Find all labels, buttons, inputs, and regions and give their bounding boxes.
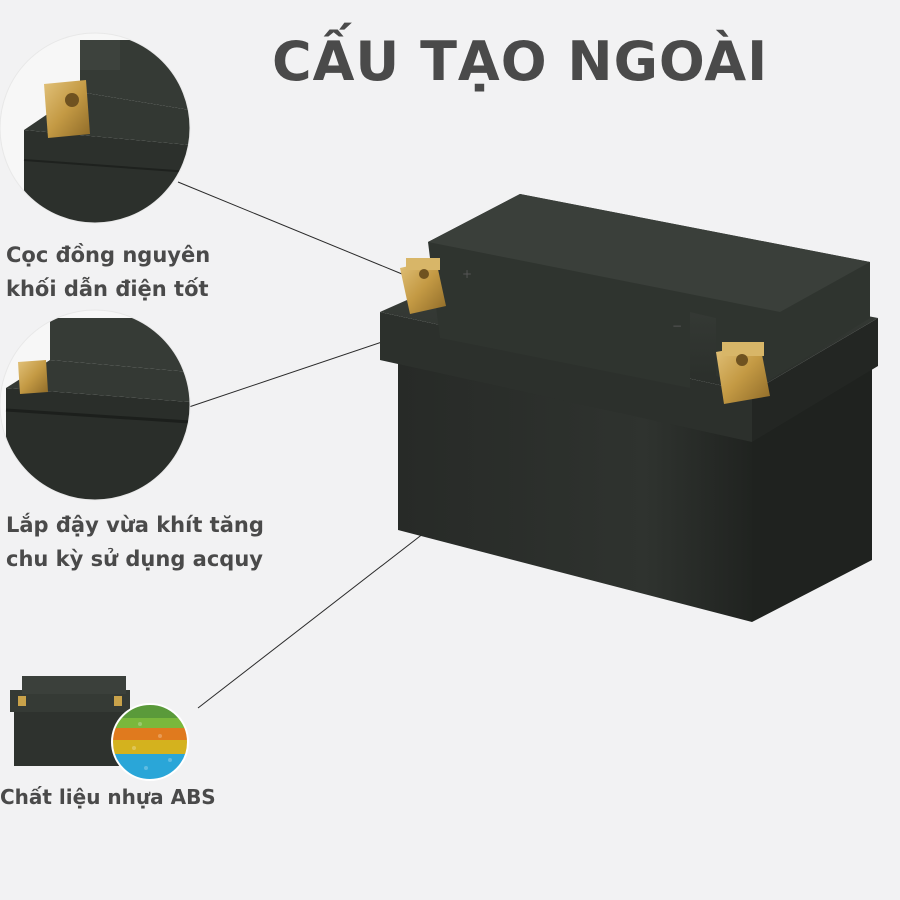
leader-line-material [197, 515, 447, 709]
battery-main: + − [380, 194, 878, 622]
zoom-circle-lid [0, 310, 190, 500]
battery-body-front [398, 362, 752, 622]
svg-text:+: + [462, 267, 472, 281]
page-title: CẤU TẠO NGOÀI [272, 30, 769, 93]
callout-terminal-label: Cọc đồng nguyên khối dẫn điện tốt [6, 238, 210, 306]
callout-material-label: Chất liệu nhựa ABS [0, 780, 216, 814]
callout-lid-line-2: chu kỳ sử dụng acquy [6, 547, 263, 571]
leader-lines [177, 181, 447, 709]
terminal-right [716, 344, 770, 404]
callout-terminal-line-2: khối dẫn điện tốt [6, 277, 209, 301]
leader-line-terminal [177, 181, 403, 275]
callout-terminal-line-1: Cọc đồng nguyên [6, 243, 211, 267]
battery-top-block-face [428, 194, 870, 312]
callout-lid-line-1: Lắp đậy vừa khít tăng [6, 513, 264, 537]
zoom-circle-terminal [0, 33, 190, 223]
callout-material-line-1: Chất liệu nhựa ABS [0, 785, 216, 809]
callout-lid-label: Lắp đậy vừa khít tăng chu kỳ sử dụng acq… [6, 508, 264, 576]
svg-text:−: − [672, 319, 682, 333]
battery-body-side [752, 362, 872, 622]
battery-thumbnail [10, 676, 130, 766]
terminal-left [400, 260, 446, 314]
leader-line-lid [185, 341, 383, 409]
battery-lid-rim-side [752, 318, 878, 442]
